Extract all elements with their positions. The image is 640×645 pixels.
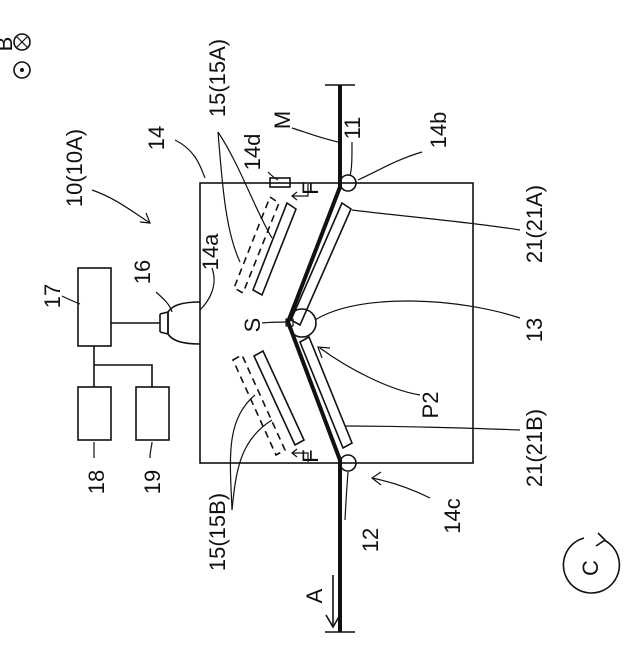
heater-15A-dashed <box>234 197 279 293</box>
nozzle-16-pipe-bottom <box>160 332 168 334</box>
leader-12 <box>345 472 348 520</box>
roller-13 <box>288 309 316 337</box>
label-14d: 14d <box>240 134 265 171</box>
leader-14a <box>200 268 214 310</box>
label-14c: 14c <box>440 498 465 533</box>
leader-13 <box>315 301 520 320</box>
leader-10A-arrow <box>92 190 150 223</box>
material-path <box>288 85 340 632</box>
leader-P2-arrow <box>320 348 420 395</box>
nozzle-16 <box>168 302 200 344</box>
plate-21A <box>291 203 351 325</box>
plate-21B <box>300 337 352 448</box>
label-18: 18 <box>84 470 109 494</box>
label-F-top: F <box>298 181 323 194</box>
nozzle-16-pipe-top <box>160 312 168 314</box>
leader-14 <box>175 140 205 178</box>
leader-11 <box>350 142 352 176</box>
box-17 <box>78 268 111 346</box>
label-14a: 14a <box>198 233 223 270</box>
leader-21A <box>352 210 520 230</box>
leader-14b <box>358 152 422 180</box>
label-11: 11 <box>340 117 365 140</box>
leader-S <box>262 322 287 323</box>
dot-out-center <box>20 68 24 72</box>
label-16: 16 <box>130 260 155 284</box>
label-P2: P2 <box>418 392 443 419</box>
leader-21B <box>345 426 520 430</box>
label-14: 14 <box>144 126 169 150</box>
label-17: 17 <box>40 284 65 308</box>
label-C: C <box>578 560 603 576</box>
label-15A: 15(15A) <box>205 39 230 117</box>
label-M: M <box>270 111 295 129</box>
rotation-C-arrowhead <box>596 533 605 546</box>
label-21A: 21(21A) <box>522 185 547 263</box>
leader-14c-arrow <box>372 478 430 498</box>
box-19 <box>136 387 169 440</box>
label-B: B <box>0 37 17 52</box>
leader-P2-head <box>318 347 330 358</box>
label-device: 10(10A) <box>62 129 87 207</box>
label-13: 13 <box>522 318 547 342</box>
label-S: S <box>240 318 265 333</box>
box-18 <box>78 387 111 440</box>
heater-15B <box>254 351 304 445</box>
label-19: 19 <box>140 470 165 494</box>
label-15B: 15(15B) <box>205 493 230 571</box>
label-F-bottom: F <box>298 449 323 462</box>
label-14b: 14b <box>426 112 451 149</box>
leader-19 <box>150 442 152 458</box>
heater-15A <box>253 203 296 295</box>
label-21B: 21(21B) <box>522 409 547 487</box>
label-12: 12 <box>358 528 383 552</box>
leader-M <box>292 128 338 142</box>
wire-bus-19 <box>94 365 152 387</box>
label-A: A <box>302 588 327 603</box>
